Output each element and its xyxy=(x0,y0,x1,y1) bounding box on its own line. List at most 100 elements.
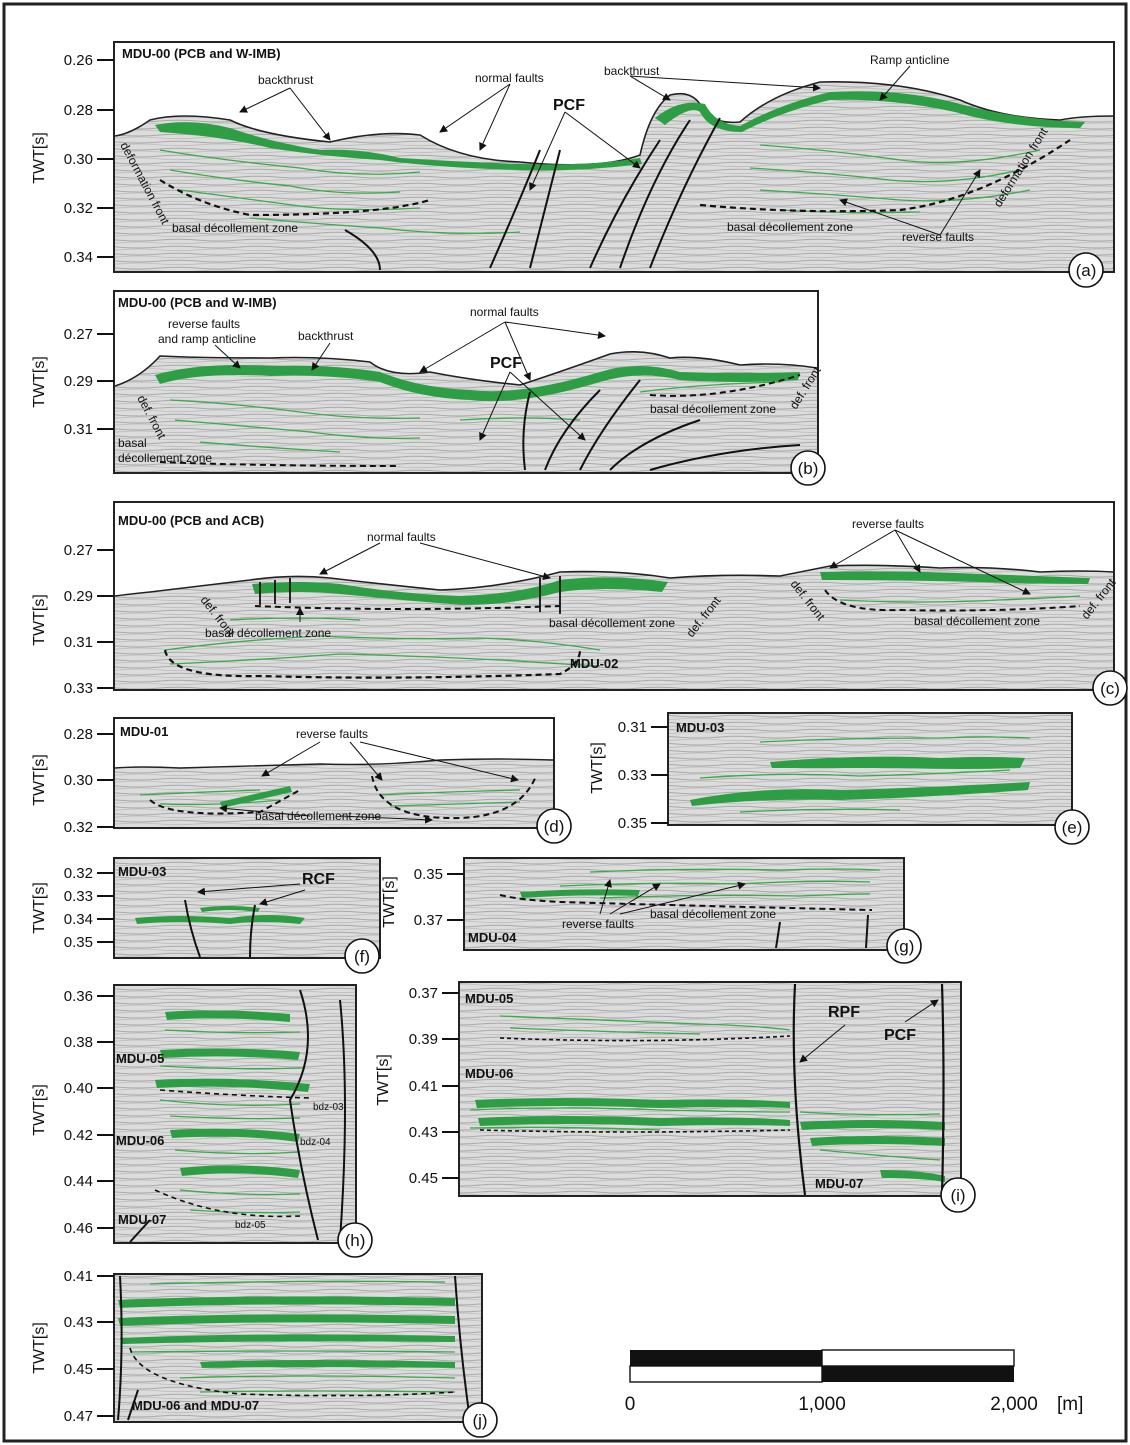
panel-b-basal-left xyxy=(159,461,401,467)
label-bdz-04: bdz-04 xyxy=(300,1137,331,1148)
panel-g-tick: 0.37 xyxy=(414,912,443,929)
panel-g-id: (g) xyxy=(894,937,915,956)
panel-g-marker xyxy=(886,928,922,964)
panel-i-id: (i) xyxy=(950,1186,965,1205)
panel-c-reflectors xyxy=(164,595,1081,667)
panel-d-leaders xyxy=(219,741,519,824)
label-reverse-faults: reverse faults xyxy=(168,317,240,331)
panel-i-basal-06 xyxy=(479,1129,791,1133)
panel-b-title: MDU-00 (PCB and W-IMB) xyxy=(118,295,277,310)
panel-h-tick: 0.40 xyxy=(64,1080,93,1097)
label-basal-decollement: basal décollement zone xyxy=(727,220,853,234)
label-rpf: RPF xyxy=(828,1004,860,1021)
panel-h-bdz-05 xyxy=(154,1189,301,1218)
panel-i-rpf-fault xyxy=(792,983,807,1196)
panel-e-title: MDU-03 xyxy=(676,720,724,735)
panel-e-marker xyxy=(1054,809,1090,845)
panel-h: 0.36 0.38 0.40 0.42 0.44 0.46 TWT[s] MDU… xyxy=(31,984,373,1258)
label-reverse-faults: reverse faults xyxy=(296,727,368,741)
panel-g-tick: 0.35 xyxy=(414,866,443,883)
label-normal-faults: normal faults xyxy=(470,305,539,319)
panel-h-tick: 0.42 xyxy=(64,1127,93,1144)
panel-d-axis: 0.28 0.30 0.32 TWT[s] xyxy=(31,726,114,836)
panel-c-basal-lower xyxy=(163,649,582,679)
panel-j-tick: 0.45 xyxy=(64,1361,93,1378)
panel-i-tick: 0.41 xyxy=(409,1078,438,1095)
panel-h-tick: 0.44 xyxy=(64,1173,93,1190)
panel-g-axis: 0.35 0.37 TWT[s] xyxy=(381,866,464,929)
panel-h-tick: 0.38 xyxy=(64,1034,93,1051)
panel-b-seafloor xyxy=(114,350,818,387)
label-pcf: PCF xyxy=(490,355,522,372)
panel-i-tick: 0.45 xyxy=(409,1170,438,1187)
panel-a-marker xyxy=(1068,252,1104,288)
panel-a-tick: 0.32 xyxy=(64,200,93,217)
panel-b-marker xyxy=(790,450,826,486)
panel-e-id: (e) xyxy=(1062,818,1083,837)
panel-j-tick: 0.41 xyxy=(64,1268,93,1285)
panel-c-leaders xyxy=(296,529,1031,622)
panel-a-tick: 0.26 xyxy=(64,52,93,69)
panel-g-axis-label: TWT[s] xyxy=(381,876,398,928)
panel-g-title: MDU-04 xyxy=(468,930,517,945)
panel-i-tick: 0.39 xyxy=(409,1031,438,1048)
panel-d-layer xyxy=(220,786,292,808)
panel-h-axis-label: TWT[s] xyxy=(31,1084,48,1136)
label-mdu-05: MDU-05 xyxy=(116,1051,164,1066)
label-normal-faults: normal faults xyxy=(475,71,544,85)
scale-bar-segment xyxy=(630,1350,822,1366)
label-basal-decollement: basal décollement zone xyxy=(650,907,776,921)
panel-j-tick: 0.47 xyxy=(64,1408,93,1425)
panel-j-fault xyxy=(454,1275,471,1421)
panel-a-tick: 0.30 xyxy=(64,151,93,168)
label-mdu-06: MDU-06 xyxy=(116,1133,164,1148)
panel-b-tick: 0.27 xyxy=(64,326,93,343)
label-basal-decollement: basal décollement zone xyxy=(650,402,776,416)
panel-e-frame xyxy=(667,712,1073,826)
panel-g-basal xyxy=(499,894,873,911)
panel-g-fault xyxy=(775,921,781,949)
panel-f-fault xyxy=(249,904,256,958)
panel-i-leaders xyxy=(799,999,939,1063)
panel-f-layer-2 xyxy=(200,906,260,912)
label-mdu-06: MDU-06 xyxy=(465,1066,513,1081)
panel-c-title: MDU-00 (PCB and ACB) xyxy=(118,513,264,528)
panel-c-basal-upper xyxy=(254,605,561,610)
panel-c-tick: 0.27 xyxy=(64,542,93,559)
panel-a-leaders xyxy=(239,65,981,236)
panel-d-tick: 0.30 xyxy=(64,772,93,789)
panel-c-axis-label: TWT[s] xyxy=(31,594,48,646)
panel-c-layer-1 xyxy=(252,577,668,605)
panel-f-tick: 0.32 xyxy=(64,865,93,882)
panel-f-fault xyxy=(184,899,201,958)
panel-h-layers xyxy=(155,1010,310,1178)
panel-d-water xyxy=(115,719,553,768)
panel-a-id: (a) xyxy=(1076,261,1097,280)
panel-c-tick: 0.33 xyxy=(64,680,93,697)
panel-j-fault xyxy=(117,1275,123,1421)
label-backthrust: backthrust xyxy=(258,73,314,87)
panel-h-fault xyxy=(129,1219,151,1243)
panel-e-layer-1 xyxy=(690,782,1030,806)
panel-a-water xyxy=(115,43,1113,165)
label-pcf: PCF xyxy=(884,1027,916,1044)
scale-bar: 0 1,000 2,000 [m] xyxy=(625,1349,1083,1415)
panel-d-title: MDU-01 xyxy=(120,724,168,739)
panel-b-faults xyxy=(522,379,801,471)
panel-a-title: MDU-00 (PCB and W-IMB) xyxy=(122,46,281,61)
panel-a-basal-right xyxy=(699,139,1071,213)
panel-b-id: (b) xyxy=(798,459,819,478)
panel-c-basal-right xyxy=(824,589,1081,612)
panel-d-seafloor xyxy=(114,758,554,769)
scale-label: 2,000 xyxy=(990,1394,1038,1415)
panel-a-seafloor xyxy=(114,81,1114,166)
panel-a-layer-1 xyxy=(155,122,642,171)
panel-g: 0.35 0.37 TWT[s] reverse faults basal dé… xyxy=(381,857,922,964)
panel-i-frame xyxy=(458,981,962,1197)
label-basal-decollement: basal décollement zone xyxy=(255,809,381,823)
panel-f-leaders xyxy=(197,883,306,906)
panel-i-layers xyxy=(475,1098,945,1182)
panel-j-layers xyxy=(118,1296,455,1368)
panel-e-axis: 0.31 0.33 0.35 TWT[s] xyxy=(589,719,668,832)
